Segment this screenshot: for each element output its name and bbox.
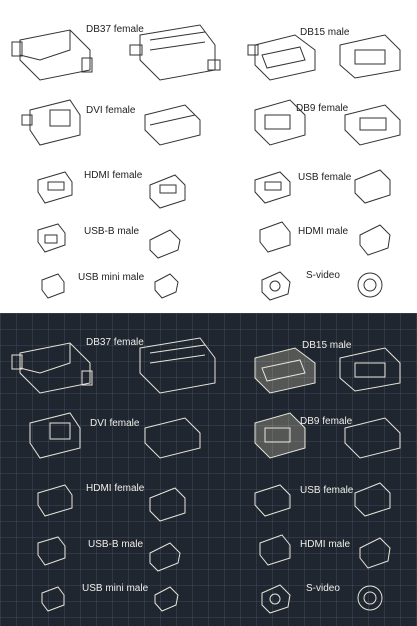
dvi-female-drawing (21, 99, 81, 146)
label-usb-b-male: USB-B male (88, 539, 144, 550)
usb-b-male-back-drawing (149, 542, 181, 572)
light-connector-drawings (11, 24, 401, 301)
hdmi-female-back-drawing (149, 487, 186, 522)
label-hdmi-male: HDMI male (298, 226, 349, 237)
label-hdmi-female: HDMI female (84, 170, 143, 181)
hdmi-male-back-drawing (359, 537, 391, 569)
db15-male-back-drawing (339, 34, 401, 79)
s-video-back-drawing (357, 585, 383, 611)
hdmi-male-back-drawing (359, 224, 391, 256)
usb-mini-male-drawing (41, 273, 65, 299)
db9-female-drawing (254, 99, 306, 146)
s-video-back-drawing (357, 272, 383, 298)
hdmi-female-back-drawing (149, 174, 186, 209)
db9-female-drawing (254, 412, 306, 459)
label-s-video: S-video (306, 270, 340, 281)
label-db15-male: DB15 male (302, 340, 352, 351)
label-db37-female: DB37 female (86, 337, 144, 348)
hdmi-female-drawing (37, 171, 73, 204)
s-video-drawing (261, 584, 291, 614)
label-hdmi-female: HDMI female (86, 483, 145, 494)
db37-female-drawing (11, 342, 93, 394)
s-video-drawing (261, 271, 291, 301)
db15-male-drawing (247, 34, 316, 81)
usb-b-male-back-drawing (149, 229, 181, 259)
label-s-video: S-video (306, 583, 340, 594)
dark-connector-drawings (11, 337, 401, 614)
label-usb-female: USB female (298, 172, 352, 183)
label-usb-mini-male: USB mini male (78, 272, 145, 283)
hdmi-female-drawing (37, 484, 73, 517)
usb-b-male-drawing (37, 223, 66, 253)
db9-female-back-drawing (344, 104, 401, 146)
dark-panel: DB37 female DB15 male DVI female DB9 fem… (0, 313, 417, 626)
usb-mini-male-drawing (41, 586, 65, 612)
hdmi-male-drawing (259, 221, 291, 253)
usb-female-drawing (254, 484, 291, 517)
label-db9-female: DB9 female (296, 103, 349, 114)
usb-mini-male-back-drawing (154, 586, 179, 612)
db37-female-back-drawing (139, 337, 216, 394)
usb-b-male-drawing (37, 536, 66, 566)
db37-female-back-drawing (129, 24, 221, 81)
db15-male-back-drawing (339, 347, 401, 392)
label-dvi-female: DVI female (86, 105, 136, 116)
hdmi-male-drawing (259, 534, 291, 566)
usb-female-back-drawing (354, 169, 391, 204)
db9-female-back-drawing (344, 417, 401, 459)
label-db15-male: DB15 male (300, 27, 350, 38)
usb-female-drawing (254, 171, 291, 204)
label-usb-b-male: USB-B male (84, 226, 140, 237)
label-usb-female: USB female (300, 485, 354, 496)
light-panel: DB37 female DB15 male DVI female DB9 fem… (11, 24, 401, 301)
label-usb-mini-male: USB mini male (82, 583, 149, 594)
dvi-female-drawing (29, 412, 81, 459)
dvi-female-back-drawing (144, 104, 201, 146)
label-dvi-female: DVI female (90, 418, 140, 429)
usb-mini-male-back-drawing (154, 273, 179, 299)
db15-male-drawing (254, 347, 316, 394)
label-hdmi-male: HDMI male (300, 539, 351, 550)
usb-female-back-drawing (354, 482, 391, 517)
label-db37-female: DB37 female (86, 24, 144, 35)
label-db9-female: DB9 female (300, 416, 353, 427)
dvi-female-back-drawing (144, 417, 201, 459)
db37-female-drawing (11, 29, 93, 81)
